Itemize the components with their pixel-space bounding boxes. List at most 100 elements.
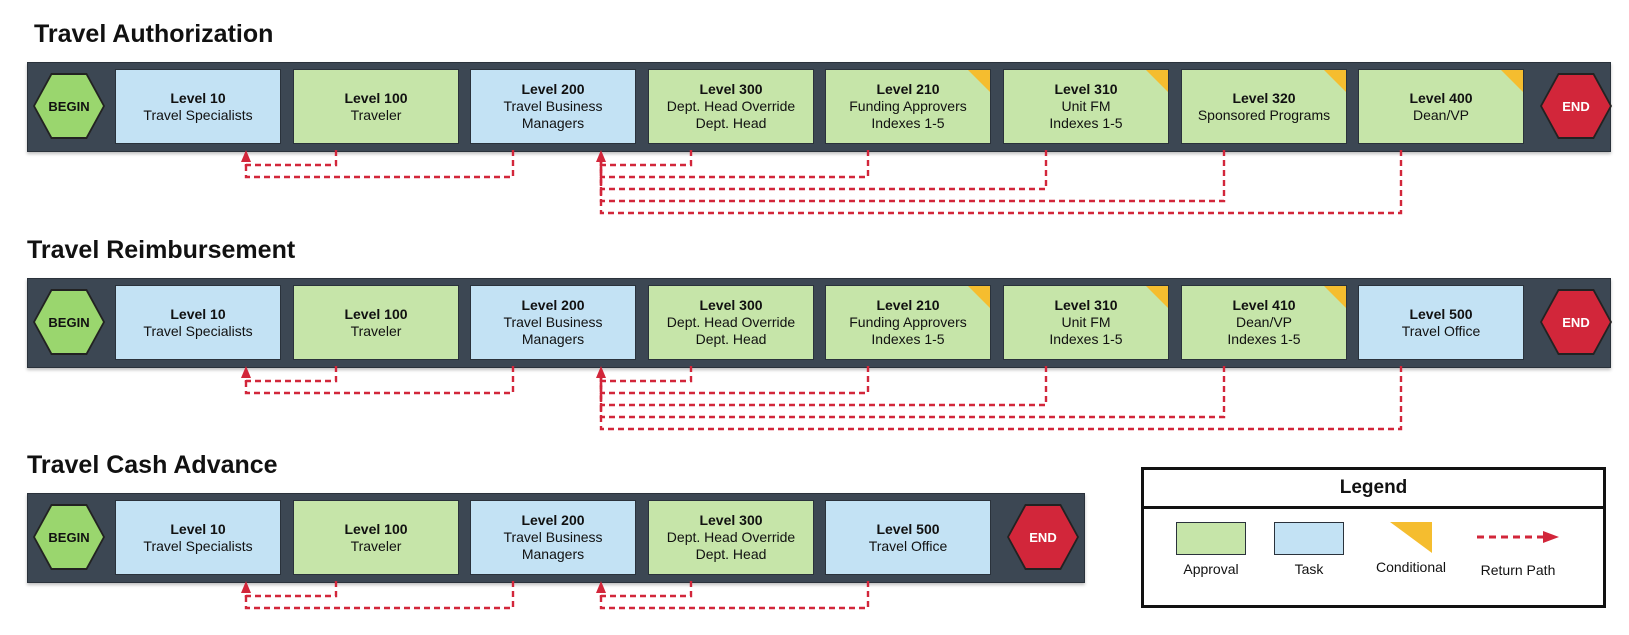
- task-swatch: [1274, 522, 1344, 555]
- conditional-flag-icon: [968, 286, 990, 308]
- step-role: Traveler: [350, 322, 402, 339]
- return-path-line: [599, 150, 1048, 191]
- begin-label: BEGIN: [35, 291, 103, 353]
- step-level: Level 320: [1232, 89, 1296, 106]
- step-level: Level 100: [344, 305, 408, 322]
- return-path-line: [244, 150, 515, 179]
- return-arrowhead-icon: [596, 366, 606, 378]
- step-role: Dept. Head Override: [666, 98, 796, 114]
- return-path-line: [599, 150, 1226, 203]
- step-role: Unit FM: [1061, 314, 1111, 330]
- return-path-line: [599, 366, 1403, 431]
- conditional-flag-icon: [1146, 286, 1168, 308]
- step-level: Level 210: [876, 297, 940, 313]
- begin-node: BEGIN: [33, 289, 105, 355]
- step-level: Level 300: [699, 81, 763, 97]
- step-level: Level 10: [170, 520, 226, 537]
- step-role: Traveler: [350, 106, 402, 123]
- step-level: Level 410: [1232, 297, 1296, 313]
- legend-item-return-path: Return Path: [1472, 522, 1564, 578]
- step-role: Traveler: [350, 537, 402, 554]
- legend-label-return-path: Return Path: [1480, 562, 1556, 578]
- legend-title: Legend: [1144, 470, 1603, 509]
- step-role: Travel Business: [503, 529, 603, 545]
- section-title: Travel Authorization: [34, 20, 274, 48]
- legend-item-conditional: Conditional: [1371, 522, 1451, 575]
- begin-label: BEGIN: [35, 75, 103, 137]
- step-level: Level 10: [170, 305, 226, 322]
- conditional-flag-icon: [1324, 286, 1346, 308]
- section-title: Travel Cash Advance: [27, 451, 278, 479]
- step-role: Travel Office: [868, 537, 948, 554]
- step-role: Travel Business: [503, 314, 603, 330]
- return-path-line: [599, 366, 693, 383]
- step-level: Level 310: [1054, 81, 1118, 97]
- return-path-line: [244, 366, 338, 383]
- step-level: Level 210: [876, 81, 940, 97]
- legend: Legend Approval Task Conditional Return …: [1141, 467, 1606, 608]
- step-role: Dean/VP: [1235, 314, 1293, 330]
- legend-item-task: Task: [1274, 522, 1344, 577]
- return-arrowhead-icon: [241, 150, 251, 162]
- step-role: Unit FM: [1061, 98, 1111, 114]
- step-role: Dept. Head Override: [666, 314, 796, 330]
- return-path-line: [599, 366, 1226, 419]
- legend-item-approval: Approval: [1176, 522, 1246, 577]
- conditional-flag-icon: [968, 70, 990, 92]
- workflow-lane: [27, 278, 1611, 368]
- legend-label-task: Task: [1294, 561, 1324, 577]
- return-path-line: [599, 150, 693, 167]
- return-path-line: [244, 581, 515, 610]
- step-role: Indexes 1-5: [1049, 331, 1123, 347]
- step-role: Indexes 1-5: [871, 331, 945, 347]
- end-node: END: [1540, 289, 1612, 355]
- step-role: Travel Business: [503, 98, 603, 114]
- step-role: Dept. Head: [695, 331, 767, 347]
- end-label: END: [1542, 291, 1610, 353]
- return-arrowhead-icon: [596, 150, 606, 162]
- conditional-flag-icon: [1501, 70, 1523, 92]
- return-arrowhead-icon: [241, 366, 251, 378]
- step-role: Indexes 1-5: [871, 115, 945, 131]
- step-role: Dean/VP: [1412, 106, 1470, 123]
- legend-label-approval: Approval: [1183, 561, 1239, 577]
- step-role: Funding Approvers: [849, 314, 967, 330]
- return-path-line: [599, 581, 870, 610]
- step-role: Sponsored Programs: [1197, 106, 1331, 123]
- legend-label-conditional: Conditional: [1375, 559, 1447, 575]
- step-role: Managers: [521, 546, 585, 562]
- return-path-line: [599, 150, 870, 179]
- return-path-line: [244, 581, 338, 598]
- return-path-line: [244, 150, 338, 167]
- begin-node: BEGIN: [33, 504, 105, 570]
- end-label: END: [1542, 75, 1610, 137]
- return-path-line: [599, 366, 1048, 407]
- step-level: Level 300: [699, 297, 763, 313]
- return-path-line: [244, 366, 515, 395]
- step-level: Level 500: [876, 520, 940, 537]
- step-level: Level 300: [699, 512, 763, 528]
- return-arrowhead-icon: [596, 581, 606, 593]
- step-level: Level 10: [170, 89, 226, 106]
- step-role: Travel Specialists: [143, 537, 253, 554]
- approval-swatch: [1176, 522, 1246, 555]
- return-arrowhead-icon: [241, 581, 251, 593]
- return-path-line: [599, 581, 693, 598]
